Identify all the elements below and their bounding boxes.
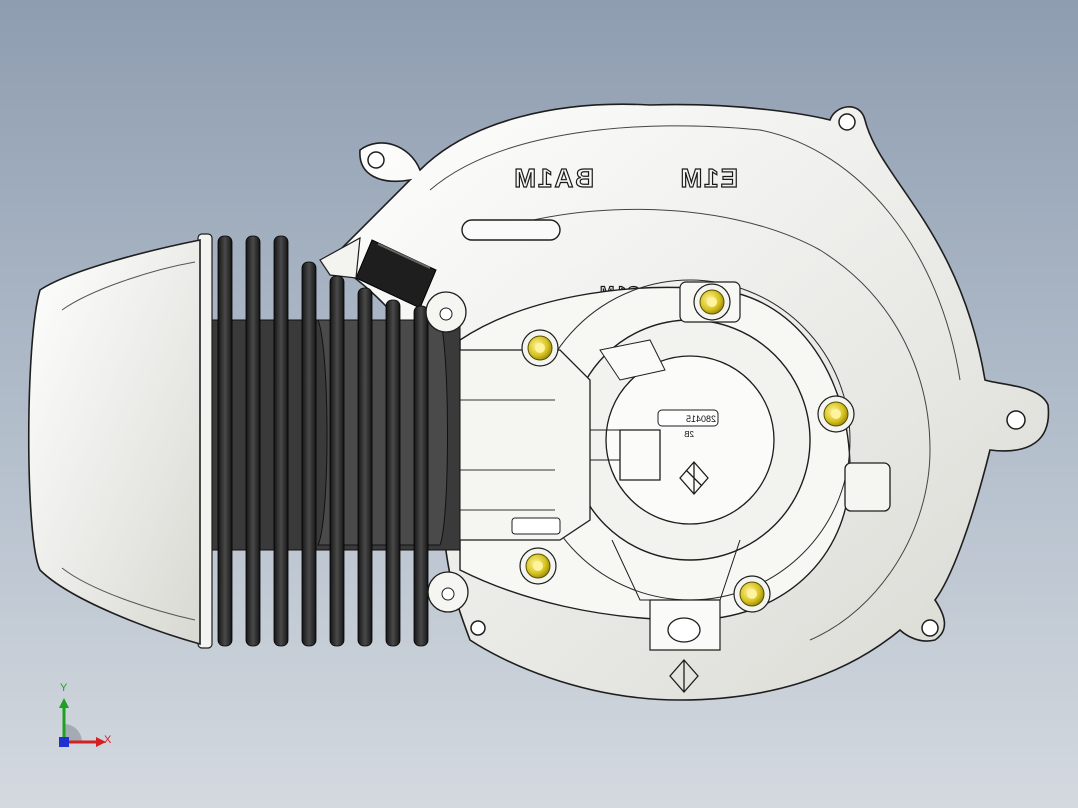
cylinder-fins[interactable] <box>197 233 461 649</box>
cover-slot <box>461 219 561 241</box>
stamp-sub: 2B <box>684 430 694 439</box>
brand-logo <box>679 461 709 495</box>
y-axis-label: Y <box>60 682 68 694</box>
mount-hole-bottom-right <box>921 619 939 637</box>
mount-hole-bottom-left <box>470 620 486 636</box>
reference-triad: Y X <box>48 682 128 764</box>
x-axis-arrow <box>96 737 106 747</box>
bolt-4 <box>519 547 557 585</box>
brand-logo-bottom <box>669 659 699 693</box>
stamp-code: 280415 <box>686 414 716 424</box>
mount-hole-right <box>1006 410 1026 430</box>
mount-hole-top-left <box>367 151 385 169</box>
cylinder-head-cap[interactable] <box>27 239 201 646</box>
cover-code-left: BA1M <box>512 163 594 193</box>
bolt-1 <box>521 329 559 367</box>
bolt-5 <box>733 575 771 613</box>
cover-code-right: E1M <box>679 163 738 193</box>
mount-hole-top-right <box>838 113 856 131</box>
bolt-2 <box>693 283 731 321</box>
bolt-3 <box>817 395 855 433</box>
bolts <box>519 283 855 613</box>
x-axis-label: X <box>104 734 112 746</box>
intake-pipe[interactable] <box>319 236 437 309</box>
z-axis-marker <box>59 737 69 747</box>
y-axis-arrow <box>59 698 69 708</box>
